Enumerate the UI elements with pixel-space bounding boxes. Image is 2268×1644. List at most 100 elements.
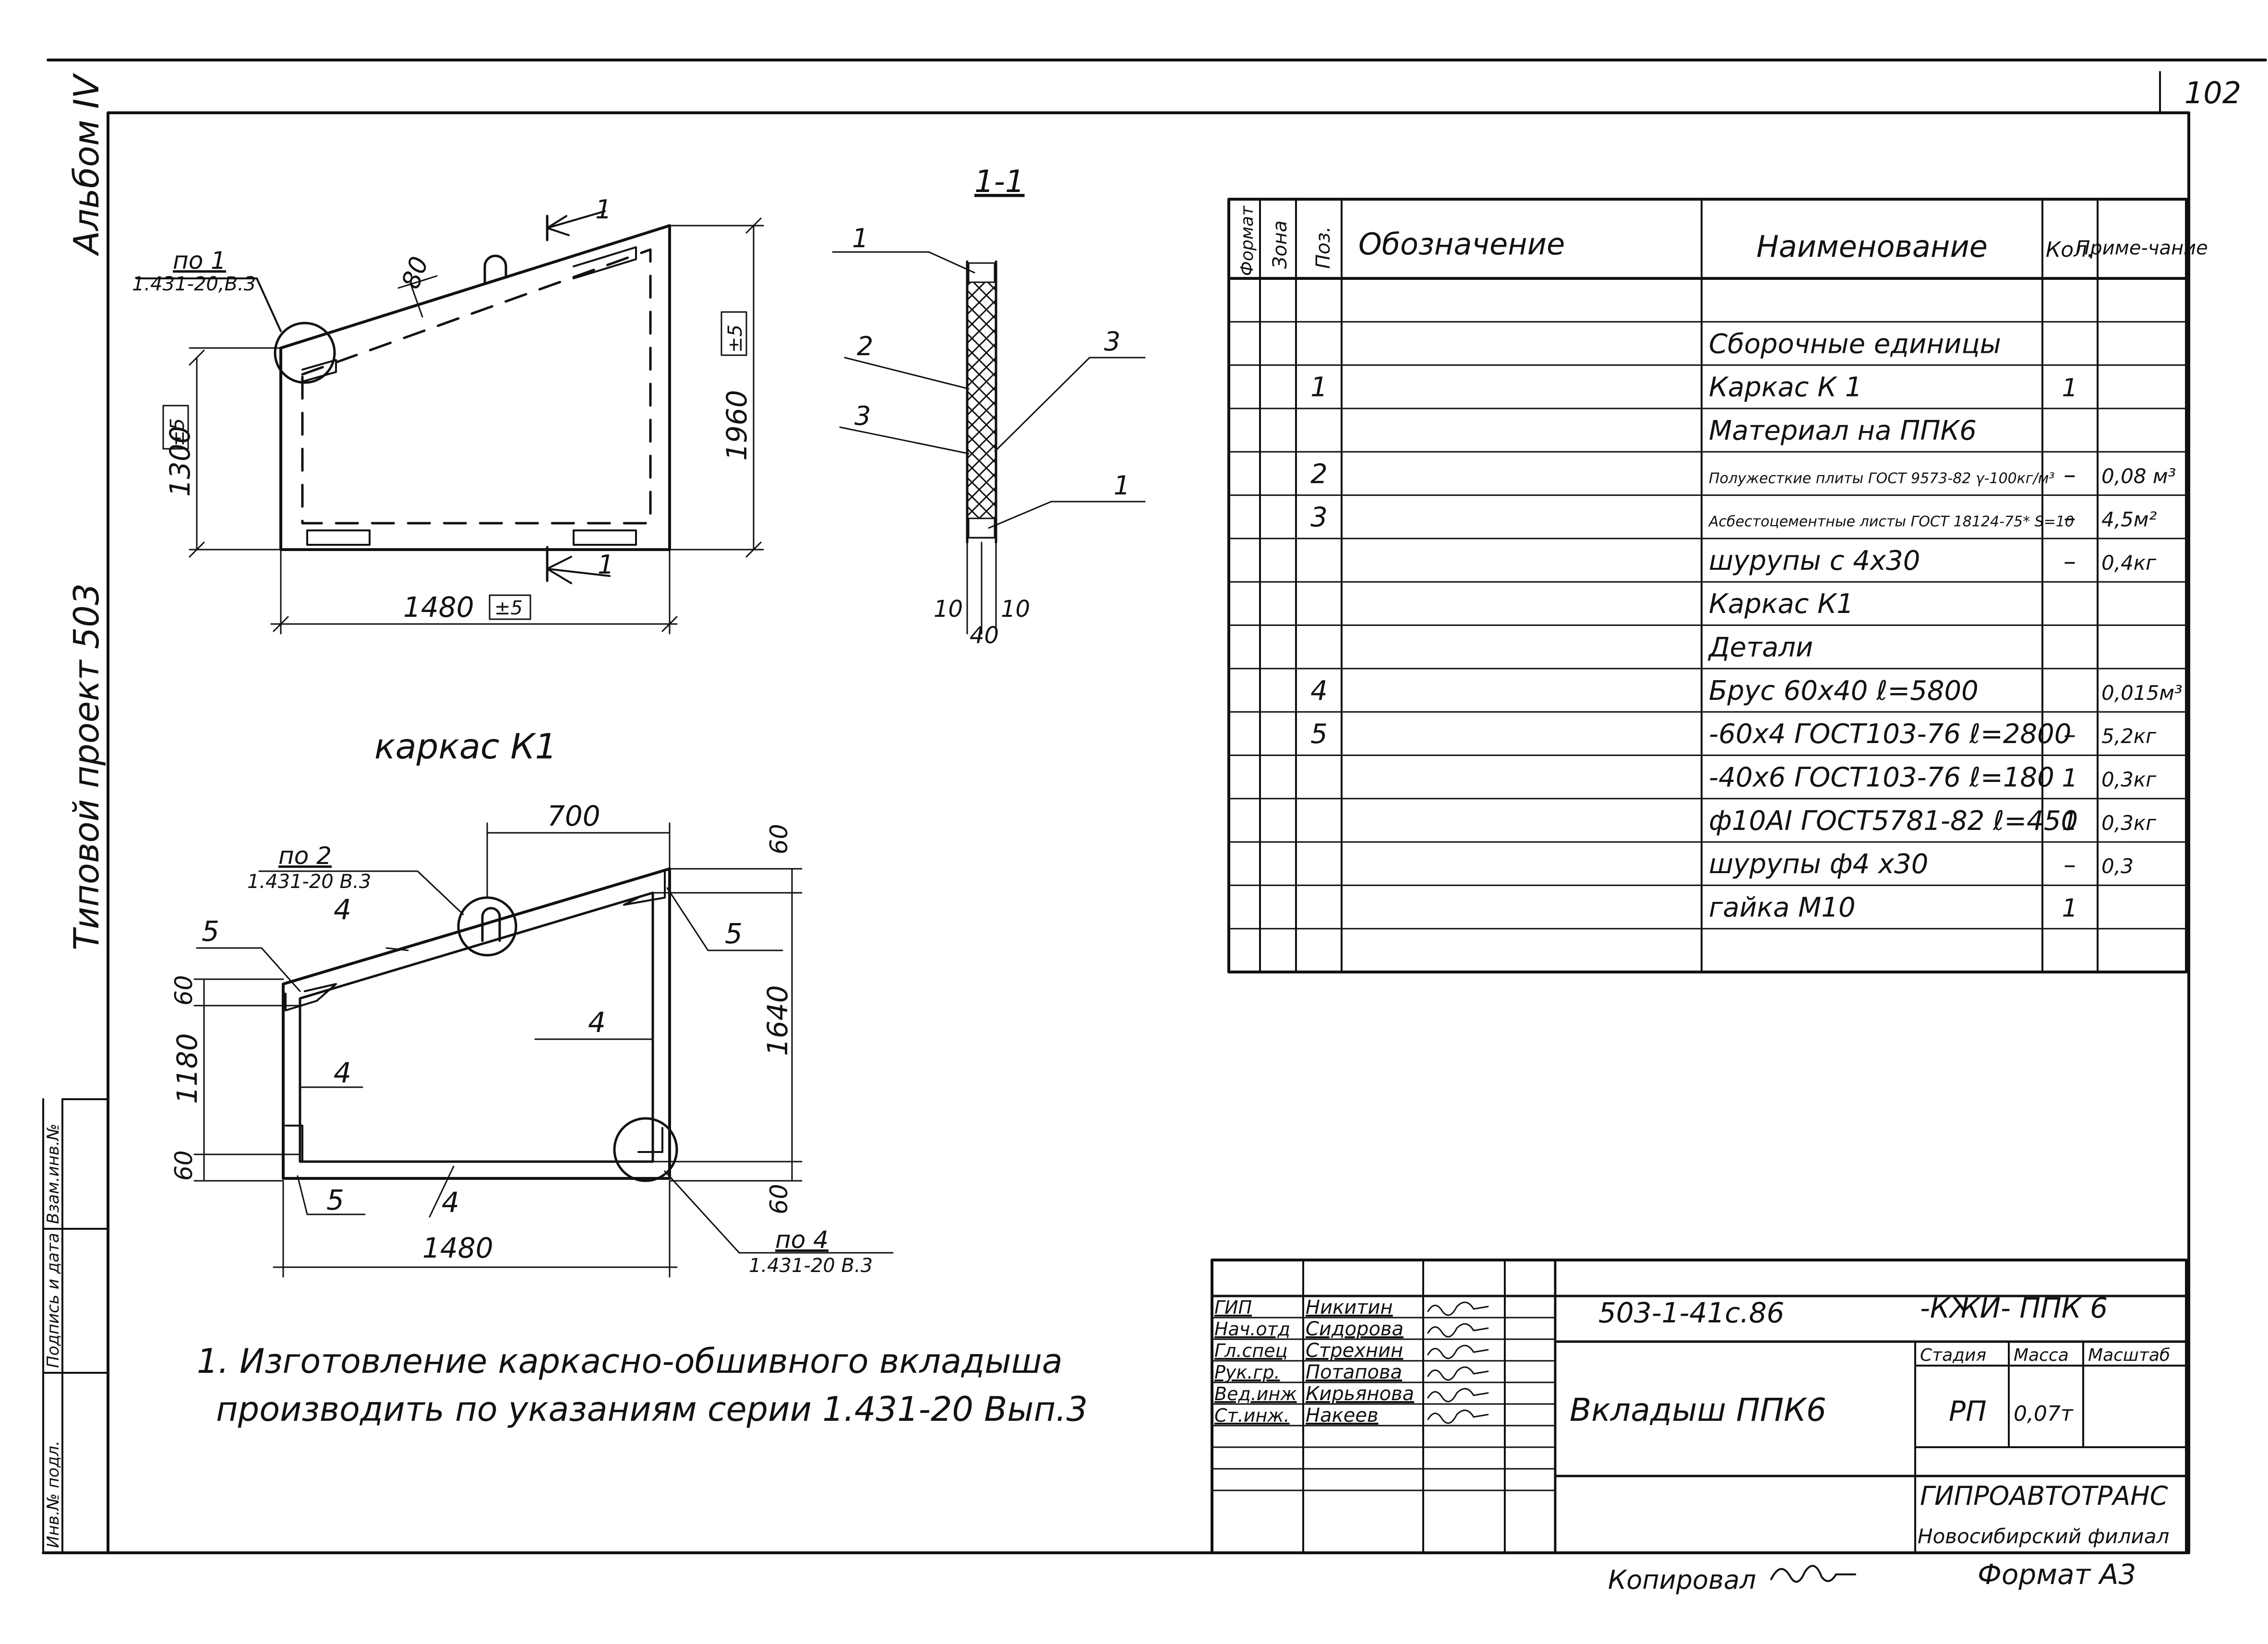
- signature-name: Стрехнин: [1306, 1340, 1403, 1362]
- spec-header-designation: Обозначение: [1358, 227, 1565, 262]
- signature-name: Потапова: [1306, 1361, 1402, 1383]
- top-ref-2: 1.431-20,В.3: [132, 273, 256, 295]
- spec-header-name: Наименование: [1756, 229, 1988, 264]
- frame-pos4-left: 4: [334, 1056, 351, 1089]
- note-line-2: производить по указаниям серии 1.431-20 …: [216, 1390, 1088, 1429]
- section-1-1: 1-1 1 2 3 3 1 10 10 40: [832, 164, 1146, 649]
- frame-dim-60-right-top: 60: [765, 824, 793, 854]
- spec-cell-name: -60х4 ГОСТ103-76 ℓ=2800: [1709, 719, 2071, 750]
- stamp-field-3: Взам.инв.№: [44, 1124, 63, 1224]
- signature-role: ГИП: [1214, 1297, 1252, 1318]
- spec-header-zone: Зона: [1269, 220, 1291, 269]
- top-dim-bottom: 1480: [403, 591, 474, 624]
- section-callout-3a: 3: [854, 401, 871, 431]
- spec-cell-name: ф10АI ГОСТ5781-82 ℓ=450: [1709, 805, 2078, 837]
- doc-code: 503-1-41с.86: [1598, 1296, 1784, 1329]
- signature-role: Ст.инж.: [1214, 1405, 1290, 1426]
- spec-cell-note: 0,3кг: [2101, 768, 2157, 791]
- frame-dim-60-left-bottom: 60: [170, 1150, 198, 1181]
- signature-role: Вед.инж: [1214, 1383, 1297, 1404]
- spec-cell-name: -40х6 ГОСТ103-76 ℓ=180: [1709, 762, 2054, 793]
- section-title: 1-1: [974, 164, 1025, 200]
- top-dim-left: 1300: [164, 426, 196, 497]
- frame-dim-left: 1180: [171, 1033, 204, 1104]
- spec-cell-name: Каркас К1: [1709, 588, 1854, 620]
- spec-cell-name: шурупы с 4х30: [1709, 545, 1920, 576]
- signature-scribble: [1427, 1301, 1489, 1316]
- top-dim-bottom-tol: ±5: [494, 597, 523, 619]
- frame-dim-60-left-top: 60: [170, 975, 198, 1006]
- top-ref-1: по 1: [173, 247, 226, 275]
- section-callout-3b: 3: [1104, 326, 1120, 357]
- signature-name: Сидорова: [1306, 1318, 1404, 1340]
- spec-cell-pos: 1: [1310, 372, 1328, 403]
- section-callout-1b: 1: [1114, 470, 1130, 501]
- frame-dim-60-right-bottom: 60: [765, 1184, 793, 1214]
- section-callout-1a: 1: [852, 223, 868, 253]
- frame-pos4-bottom: 4: [442, 1186, 459, 1219]
- spec-cell-name: шурупы ф4 х30: [1709, 849, 1928, 880]
- spec-cell-qty: –: [2064, 547, 2076, 576]
- spec-cell-pos: 4: [1310, 675, 1328, 707]
- spec-cell-pos: 5: [1310, 719, 1328, 750]
- spec-cell-pos: 2: [1310, 458, 1328, 490]
- item-name: Вкладыш ППК6: [1570, 1392, 1826, 1428]
- frame-pos4-top: 4: [334, 893, 351, 926]
- mass-value: 0,07т: [2014, 1402, 2074, 1426]
- note-line-1: 1. Изготовление каркасно-обшивного вклад…: [197, 1342, 1063, 1381]
- frame-dim-bottom: 1480: [422, 1232, 493, 1264]
- project-label: Типовой проект 503: [66, 583, 107, 950]
- frame-dim-right: 1640: [761, 985, 794, 1056]
- spec-header-note: Приме-чание: [2076, 237, 2208, 259]
- spec-cell-name: Материал на ППК6: [1709, 415, 1977, 446]
- stage-label: Стадия: [1920, 1345, 1986, 1365]
- signature-role: Гл.спец: [1214, 1340, 1288, 1361]
- spec-cell-note: 0,08 м³: [2101, 464, 2176, 488]
- spec-cell-qty: –: [2064, 720, 2076, 749]
- section-callout-2: 2: [857, 331, 873, 361]
- signature-scribble: [1427, 1323, 1489, 1338]
- spec-cell-note: 5,2кг: [2101, 724, 2157, 748]
- branch-name: Новосибирский филиал: [1918, 1524, 2169, 1548]
- spec-cell-qty: –: [2064, 460, 2076, 489]
- frame-dim-700: 700: [547, 800, 600, 832]
- spec-header-pos: Поз.: [1312, 226, 1334, 269]
- frame-pos5-right: 5: [725, 917, 743, 950]
- format-label: Формат А3: [1978, 1558, 2136, 1591]
- spec-header-format: Формат: [1237, 205, 1257, 276]
- frame-pos4-mid: 4: [588, 1006, 606, 1039]
- spec-cell-name: гайка М10: [1709, 892, 1856, 923]
- spec-cell-name: Брус 60х40 ℓ=5800: [1709, 675, 1979, 707]
- page-number: 102: [2184, 75, 2241, 110]
- spec-cell-qty: 1: [2062, 764, 2077, 792]
- top-dim-right-tol: ±5: [724, 324, 746, 353]
- spec-cell-qty: –: [2064, 504, 2076, 533]
- frame-ref-bottom-2: 1.431-20 В.3: [749, 1255, 873, 1277]
- frame-ref-bottom-1: по 4: [775, 1226, 828, 1254]
- scale-label: Масштаб: [2088, 1345, 2170, 1365]
- section-dim-10a: 10: [934, 596, 963, 623]
- spec-cell-qty: 1: [2062, 807, 2077, 836]
- spec-cell-note: 4,5м²: [2101, 508, 2157, 531]
- frame-pos5-left: 5: [202, 915, 219, 948]
- section-dim-10b: 10: [1001, 596, 1030, 623]
- signature-name: Накеев: [1306, 1404, 1379, 1427]
- stage-value: РП: [1949, 1395, 1987, 1428]
- signature-scribble: [1427, 1388, 1489, 1403]
- signature-role: Нач.отд: [1214, 1319, 1290, 1340]
- frame-ref-top-2: 1.431-20 В.3: [247, 871, 371, 893]
- top-view: по 1 1.431-20,В.3 1 1 80 1300 ±5 1960 ±5: [132, 194, 764, 635]
- copied-signature: [1770, 1565, 1856, 1583]
- spec-cell-qty: 1: [2062, 374, 2077, 403]
- spec-cell-name: Асбестоцементные листы ГОСТ 18124-75* S=…: [1708, 514, 2074, 530]
- spec-cell-name: Детали: [1707, 632, 1813, 663]
- spec-cell-pos: 3: [1310, 502, 1328, 533]
- stamp-field-1: Инв.№ подл.: [44, 1440, 63, 1548]
- spec-table: Формат Зона Поз. Обозначение Наименовани…: [1227, 198, 2208, 973]
- spec-cell-qty: –: [2064, 851, 2076, 879]
- spec-cell-note: 0,3кг: [2101, 811, 2157, 835]
- album-label: Альбом IV: [66, 72, 107, 256]
- signature-scribble: [1427, 1366, 1489, 1381]
